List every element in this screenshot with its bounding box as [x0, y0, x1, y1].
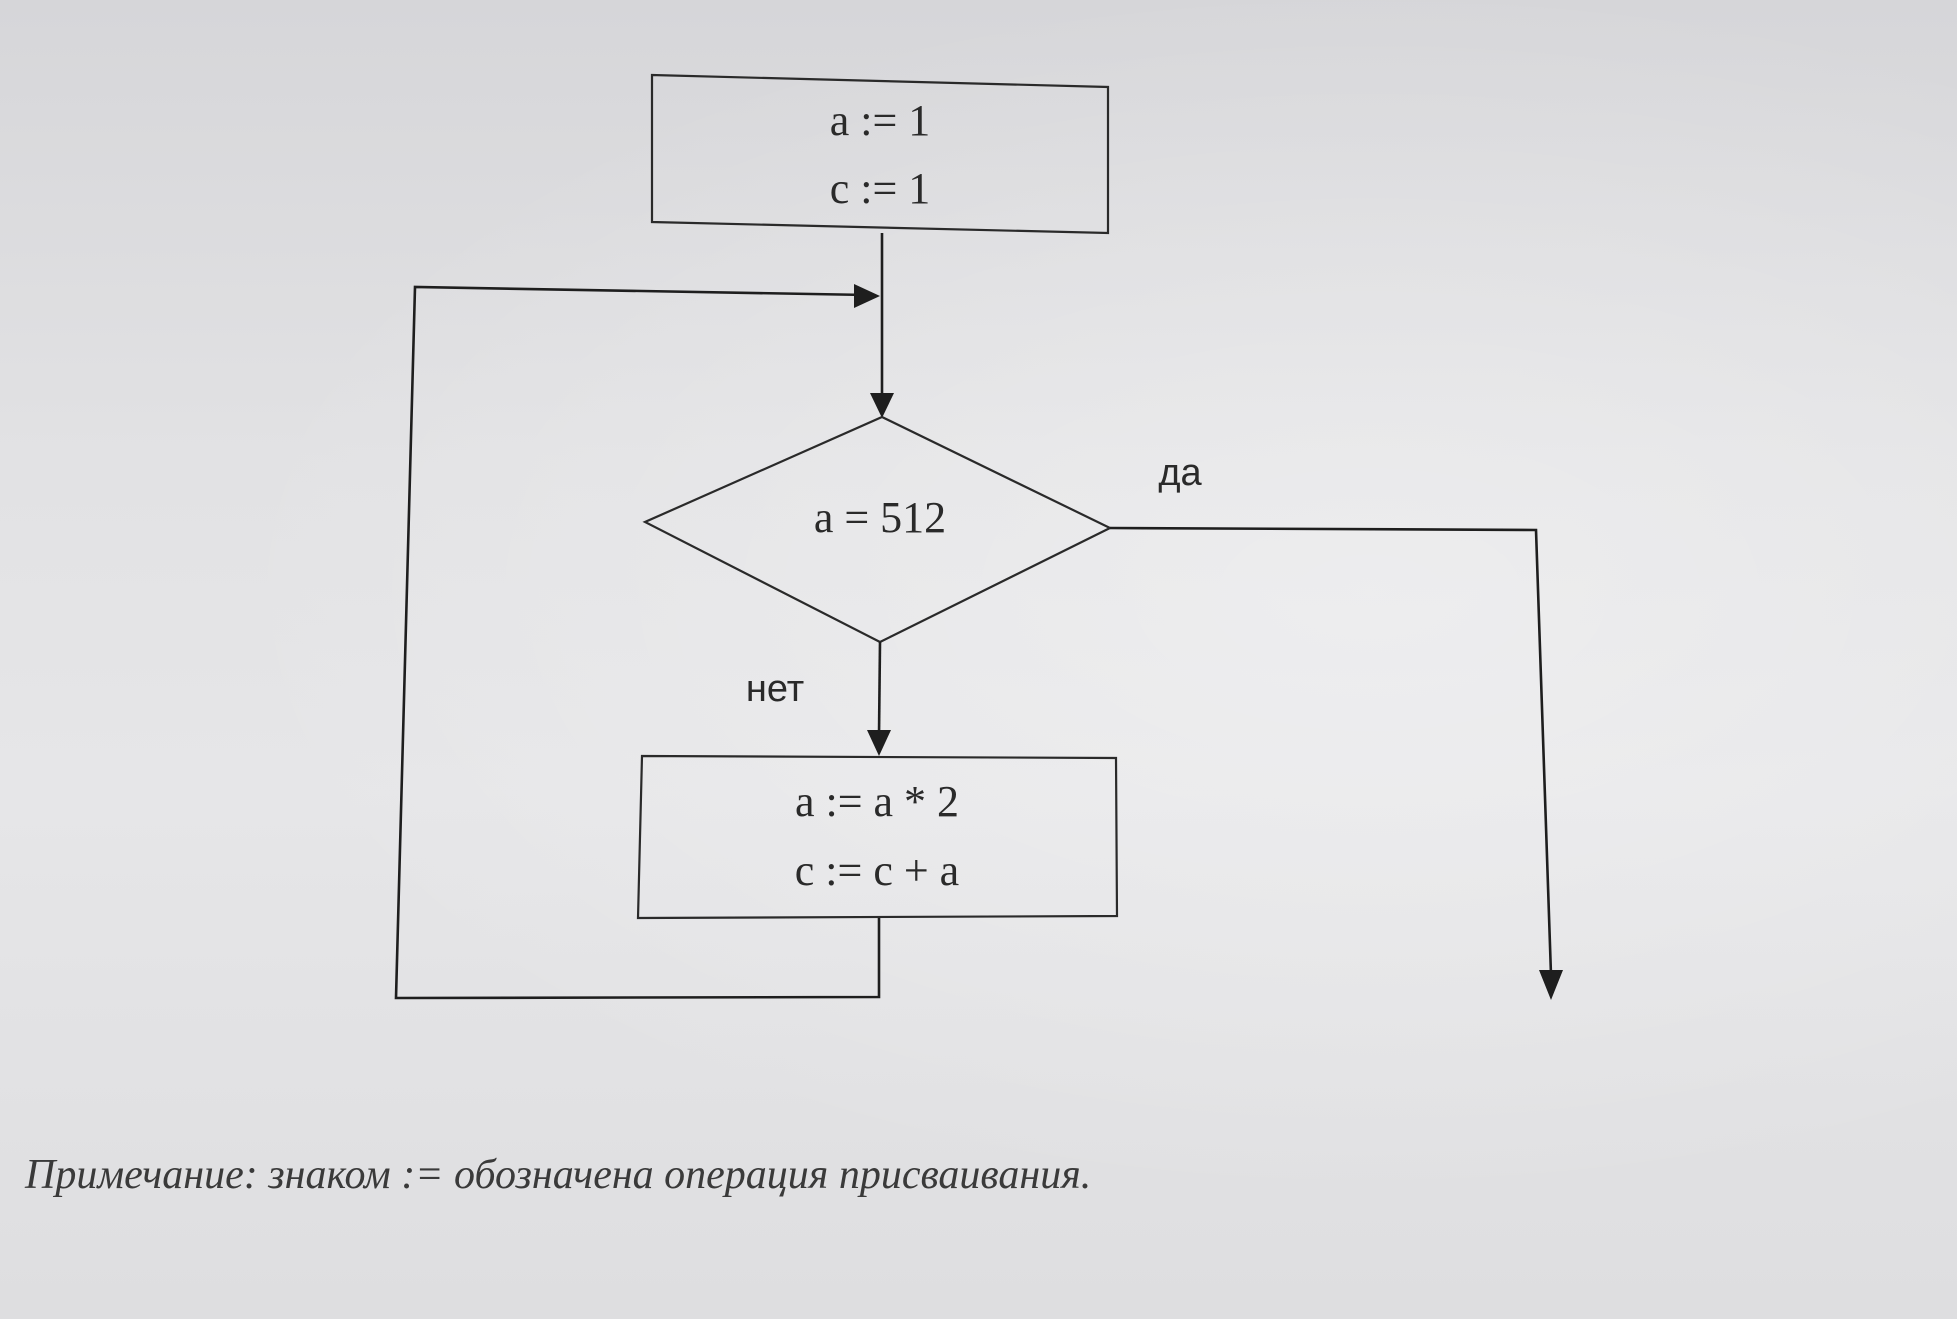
footnote: Примечание: знаком := обозначена операци…	[24, 1152, 1091, 1198]
yes-label: да	[1158, 452, 1202, 494]
decision: a = 512	[642, 415, 1113, 644]
loop-line-2: c := c + a	[795, 846, 959, 895]
connector-loop-back	[394, 285, 881, 1000]
connector-yes-branch	[1109, 526, 1553, 976]
decision-condition: a = 512	[814, 493, 946, 542]
connector-no-branch	[877, 641, 882, 736]
arrowhead-into-decision	[870, 393, 894, 418]
init-line-2: c := 1	[830, 164, 931, 213]
init-block-frame	[650, 73, 1110, 235]
no-label: нет	[746, 668, 804, 710]
arrowhead-into-loop-body	[867, 730, 891, 756]
arrowhead-loop-return	[854, 284, 880, 308]
init-line-1: a := 1	[830, 96, 931, 145]
arrowhead-yes-exit	[1539, 970, 1563, 1000]
loop-block: a := a * 2 c := c + a	[636, 754, 1119, 920]
loop-line-1: a := a * 2	[795, 777, 959, 826]
loop-block-frame	[636, 754, 1119, 920]
init-block: a := 1 c := 1	[650, 73, 1110, 235]
